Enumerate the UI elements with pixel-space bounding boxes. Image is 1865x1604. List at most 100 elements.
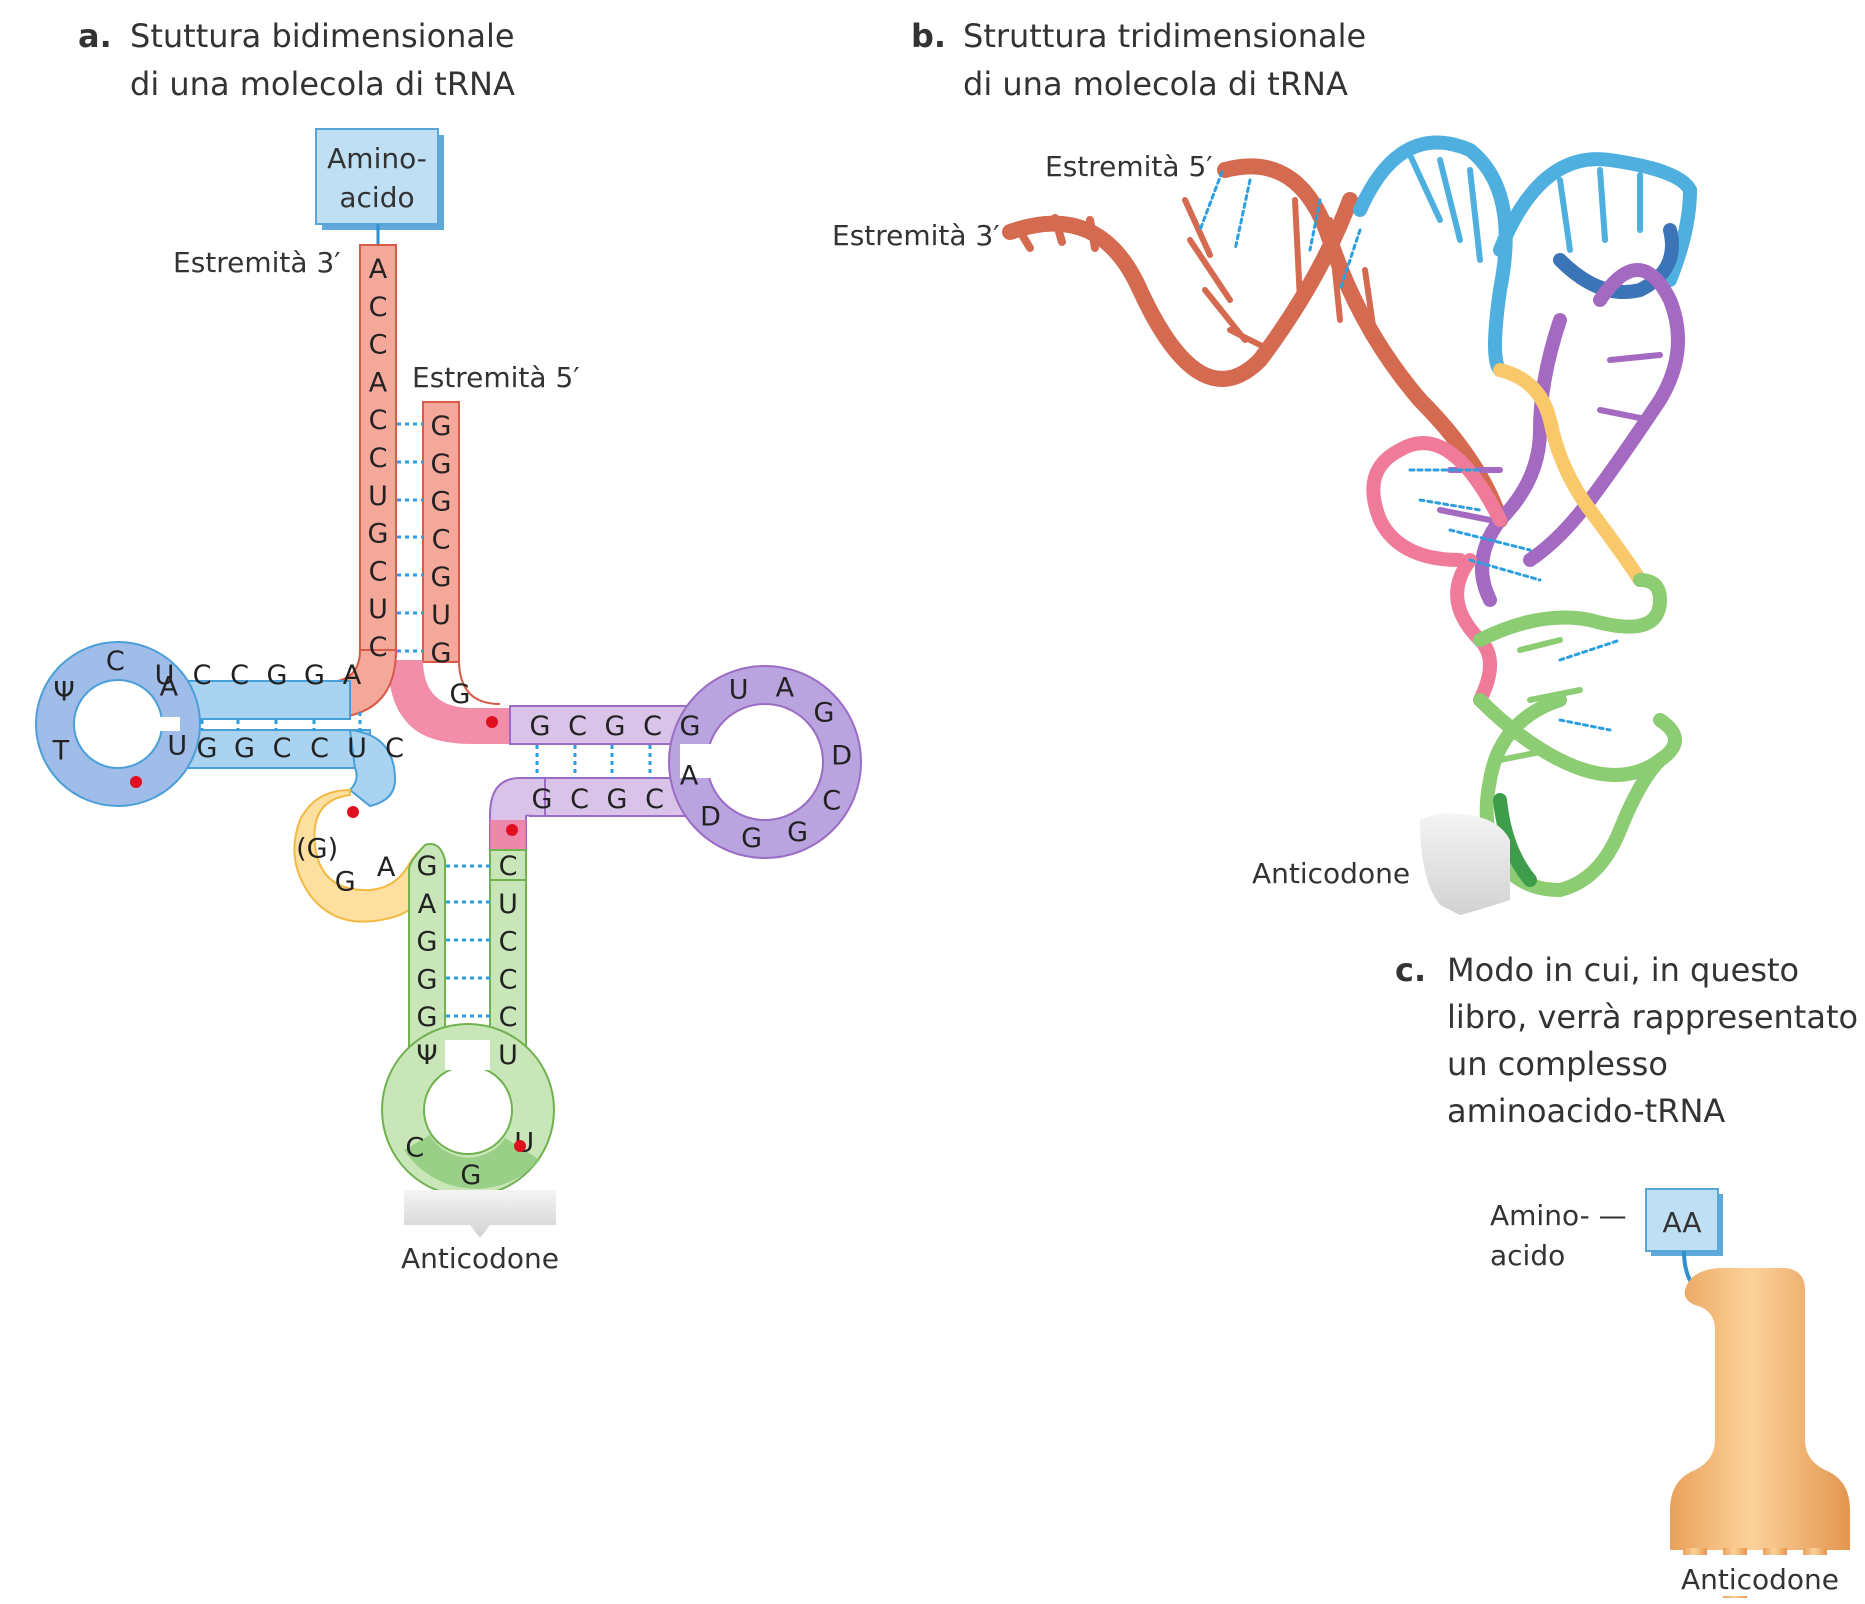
nucleotide-d-arm-bottom-0: G — [532, 784, 553, 815]
nucleotide-t-arm-top-2: G — [267, 660, 288, 691]
nucleotide-acceptor-3prime-6: U — [368, 481, 388, 512]
nucleotide-acceptor-5prime-6: G — [431, 638, 452, 669]
nucleotide-anticodon-arm-right-5: U — [498, 1040, 518, 1071]
nucleotide-t-loop-2: C — [106, 646, 125, 677]
hydrogen-bonds-a — [200, 422, 652, 1018]
trna-3d-ribbon — [1002, 135, 1698, 898]
nucleotide-variable-loop-1: G — [335, 867, 356, 898]
nucleotide-acceptor-5prime-1: G — [431, 449, 452, 480]
end-3prime-label-a: Estremità 3′ — [173, 246, 341, 279]
nucleotide-d-loop-8: A — [680, 760, 699, 791]
anticodon-label-a: Anticodone — [401, 1242, 559, 1275]
nucleotide-anticodon-arm-left-1: A — [418, 889, 437, 920]
anticodon-shadow-icon — [404, 1190, 556, 1238]
nucleotide-t-arm-top-4: C — [193, 660, 212, 691]
nucleotide-d-arm-top-3: C — [643, 711, 662, 742]
structure-bands — [35, 244, 862, 1197]
nucleotide-t-arm-top-5: U — [155, 660, 175, 691]
amino-label-c-2: acido — [1490, 1239, 1565, 1272]
nucleotide-t-loop-0: U — [167, 731, 187, 762]
nucleotide-anticodon-arm-right-2: C — [499, 927, 518, 958]
nucleotide-t-arm-bottom-2: C — [273, 733, 292, 764]
nucleotide-acceptor-5prime-4: G — [431, 562, 452, 593]
nucleotide-t-arm-bottom-4: U — [347, 733, 367, 764]
nucleotide-t-arm-bottom-0: G — [197, 733, 218, 764]
nucleotide-acceptor-3prime-4: C — [369, 405, 388, 436]
nucleotide-acceptor-3prime-7: G — [368, 519, 389, 550]
nucleotide-anticodon-arm-right-4: C — [499, 1002, 518, 1033]
amino-acid-label-1: Amino- — [327, 142, 427, 175]
nucleotide-d-arm-bottom-1: C — [570, 784, 589, 815]
nucleotide-t-arm-bottom-3: C — [310, 733, 329, 764]
nucleotide-acceptor-3prime-1: C — [369, 292, 388, 323]
panel-a-title: a. Stuttura bidimensionale di una moleco… — [78, 17, 525, 103]
nucleotide-variable-loop-0: (G) — [296, 833, 338, 864]
nucleotide-acceptor-5prime-3: C — [432, 524, 451, 555]
nucleotide-acceptor-3prime-0: A — [369, 254, 388, 285]
nucleotide-anticodon-arm-left-5: Ψ — [416, 1040, 437, 1071]
nucleotide-acceptor-5prime-5: U — [431, 600, 451, 631]
nucleotide-t-arm-bottom-1: G — [234, 733, 255, 764]
nucleotide-t-arm-top-0: A — [343, 660, 362, 691]
nucleotide-d-loop-3: D — [831, 740, 852, 771]
modified-base-dot-icon — [130, 716, 526, 1152]
end-5prime-label-b: Estremità 5′ — [1045, 150, 1213, 183]
nucleotide-acceptor-5prime-2: G — [431, 487, 452, 518]
nucleotide-anticodon-arm-right-3: C — [499, 964, 518, 995]
nucleotide-acceptor-3prime-10: C — [369, 632, 388, 663]
nucleotide-variable-loop-2: A — [377, 852, 396, 883]
nucleotide-anticodon-loop-0: C — [405, 1132, 424, 1163]
nucleotide-d-loop-0: U — [729, 675, 749, 706]
nucleotide-d-arm-top-0: G — [530, 711, 551, 742]
nucleotide-acceptor-5prime-0: G — [431, 411, 452, 442]
nucleotide-d-arm-top-4: G — [680, 711, 701, 742]
nucleotide-d-arm-top-2: G — [605, 711, 626, 742]
nucleotide-acceptor-3prime-5: C — [369, 443, 388, 474]
nucleotide-acceptor-3prime-9: U — [368, 594, 388, 625]
panel-b-title: b. Struttura tridimensionale di una mole… — [911, 17, 1376, 103]
nucleotide-d-arm-bottom-2: G — [607, 784, 628, 815]
panel-b: b. Struttura tridimensionale di una mole… — [832, 17, 1698, 915]
nucleotide-t-loop-1: A — [160, 672, 179, 703]
nucleotide-d-loop-6: G — [741, 823, 762, 854]
nucleotide-anticodon-arm-left-4: G — [417, 1002, 438, 1033]
panel-c: c. Modo in cui, in questo libro, verrà r… — [1395, 951, 1865, 1598]
nucleotide-acceptor-3prime-2: C — [369, 330, 388, 361]
nucleotide-d-loop-5: G — [787, 817, 808, 848]
nucleotide-t-loop-4: T — [52, 736, 70, 767]
nucleotide-d-loop-1: A — [776, 673, 795, 704]
nucleotide-anticodon-arm-right-1: U — [498, 889, 518, 920]
nucleotide-d-loop-7: D — [700, 801, 721, 832]
amino-acid-box: Amino- acido — [315, 128, 444, 230]
nucleotide-acceptor-3prime-3: A — [369, 367, 388, 398]
nucleotide-d-loop-2: G — [814, 698, 835, 729]
nucleotide-t-loop-3: Ψ — [54, 676, 75, 707]
anticodon-label-b: Anticodone — [1252, 857, 1410, 890]
amino-label-c-1: Amino- — — [1490, 1199, 1627, 1232]
anticodon-shadow-icon-b — [1420, 813, 1510, 915]
aa-box: AA — [1645, 1188, 1723, 1256]
nucleotide-anticodon-arm-left-3: G — [417, 964, 438, 995]
nucleotide-acceptor-3prime-8: C — [369, 556, 388, 587]
anticodon-label-c: Anticodone — [1660, 1555, 1860, 1596]
end-3prime-label-b: Estremità 3′ — [832, 219, 1000, 252]
nucleotide-t-arm-top-1: G — [304, 660, 325, 691]
nucleotide-junction-right-0: G — [450, 679, 471, 710]
nucleotide-anticodon-arm-left-2: G — [417, 927, 438, 958]
aa-box-label: AA — [1662, 1206, 1701, 1239]
nucleotide-anticodon-loop-1: G — [460, 1160, 481, 1191]
nucleotide-d-arm-bottom-3: C — [645, 784, 664, 815]
nucleotide-t-arm-bottom-5: C — [385, 733, 404, 764]
nucleotide-anticodon-arm-left-0: G — [417, 851, 438, 882]
panel-a: a. Stuttura bidimensionale di una moleco… — [35, 17, 862, 1275]
trna-cartoon-icon — [1670, 1268, 1850, 1598]
nucleotide-d-loop-4: C — [822, 786, 841, 817]
nucleotide-t-arm-top-3: C — [230, 660, 249, 691]
end-5prime-label-a: Estremità 5′ — [412, 361, 580, 394]
panel-c-title: c. Modo in cui, in questo libro, verrà r… — [1395, 951, 1865, 1130]
nucleotide-d-arm-top-1: C — [568, 711, 587, 742]
amino-acid-label-2: acido — [339, 181, 414, 214]
nucleotide-anticodon-arm-right-0: C — [499, 851, 518, 882]
